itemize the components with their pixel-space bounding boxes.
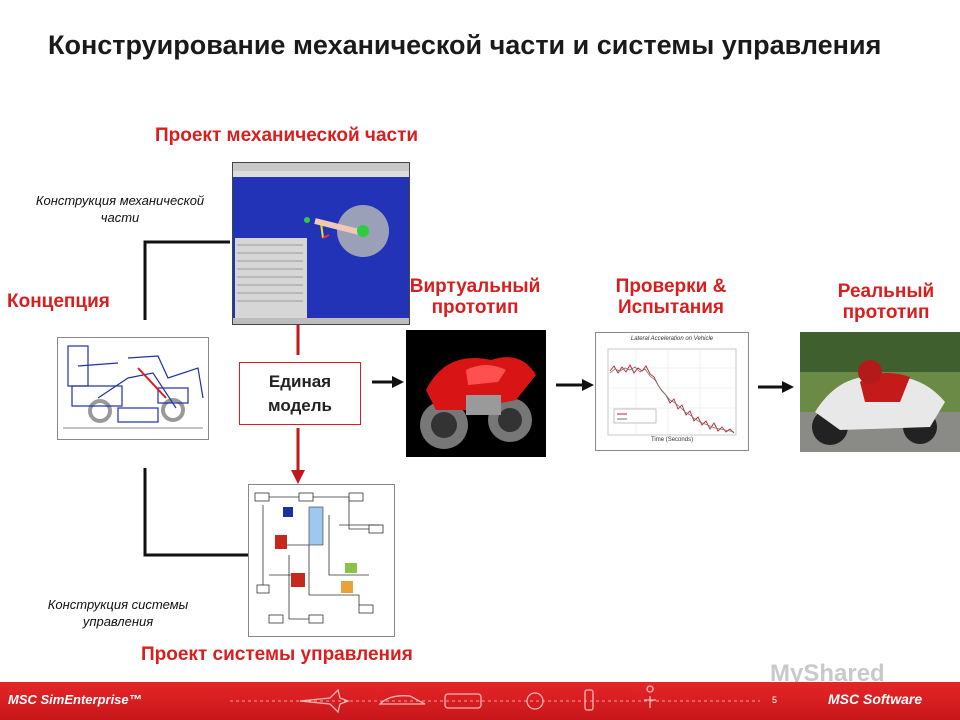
motorcycle-sketch-icon bbox=[63, 345, 204, 429]
unified-model-box: Единая модель bbox=[239, 362, 361, 425]
gear-icon bbox=[526, 692, 544, 710]
unified-model-label: Единая модель bbox=[267, 371, 332, 415]
concept-sketch bbox=[57, 337, 209, 440]
chart-title: Lateral Acceleration on Vehicle bbox=[630, 336, 714, 342]
concept-label: Концепция bbox=[7, 291, 110, 312]
control-diagram bbox=[248, 484, 395, 637]
control-design-heading: Проект системы управления bbox=[141, 644, 413, 665]
chart-xlabel: Time (Seconds) bbox=[650, 437, 694, 443]
mech-caption: Конструкция механической части bbox=[35, 193, 205, 225]
virtual-prototype-label: Виртуальный прототип bbox=[409, 276, 541, 318]
real-prototype-photo bbox=[800, 332, 960, 452]
motorcycle-render-icon bbox=[420, 357, 536, 449]
cad-screenshot bbox=[232, 162, 410, 325]
footer-brand-left: MSC SimEnterprise™ bbox=[8, 692, 142, 707]
car-icon bbox=[378, 695, 426, 705]
mech-design-heading: Проект механической части bbox=[155, 125, 419, 146]
block-diagram-icon bbox=[254, 492, 384, 624]
slide-title: Конструирование механической части и сис… bbox=[48, 30, 882, 60]
cad-view-icon bbox=[233, 163, 409, 324]
test-chart-plot bbox=[607, 348, 737, 436]
footer-bar bbox=[0, 682, 960, 720]
page-number: 5 bbox=[772, 695, 778, 705]
train-icon bbox=[444, 693, 482, 709]
virtual-prototype-image bbox=[406, 330, 546, 457]
real-prototype-label: Реальный прототип bbox=[837, 281, 935, 323]
footer-icons bbox=[230, 685, 760, 714]
phone-icon bbox=[584, 689, 594, 711]
control-caption: Конструкция системы управления bbox=[47, 597, 189, 629]
airplane-icon bbox=[299, 688, 350, 714]
test-chart: Lateral Acceleration on Vehicle Time (Se… bbox=[595, 332, 749, 451]
tests-label: Проверки & Испытания bbox=[615, 276, 727, 318]
rider-photo-icon bbox=[800, 332, 960, 452]
person-icon bbox=[644, 685, 656, 708]
footer-brand-right: MSC Software bbox=[828, 691, 923, 707]
